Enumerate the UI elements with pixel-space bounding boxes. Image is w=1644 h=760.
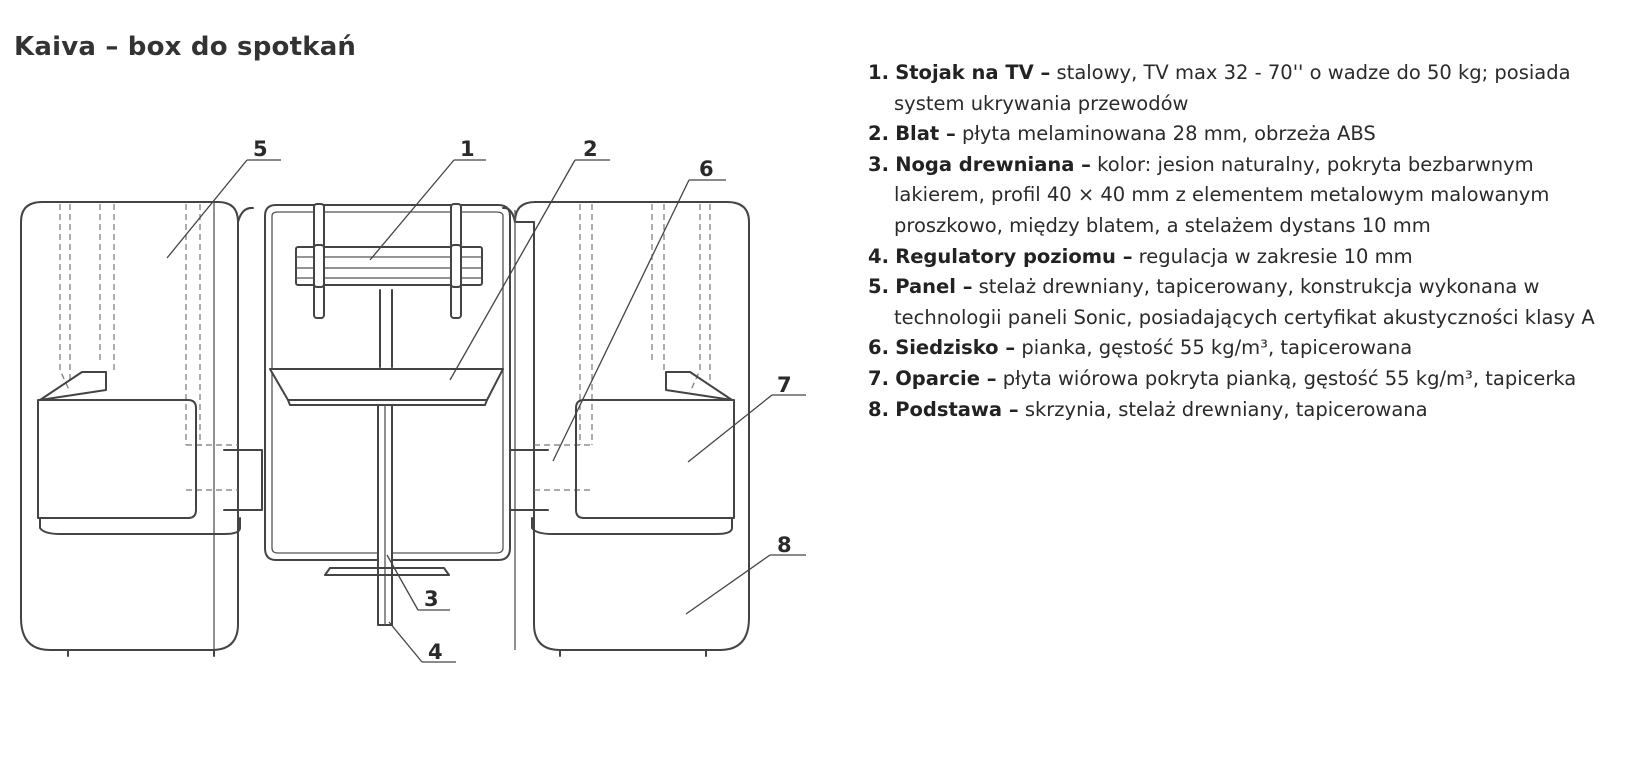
- callout-label-2: 2: [583, 137, 598, 161]
- part-item: 1. Stojak na TV – stalowy, TV max 32 - 7…: [868, 61, 1571, 115]
- callout-label-8: 8: [777, 533, 792, 557]
- callout-label-3: 3: [424, 587, 439, 611]
- part-item: 6. Siedzisko – pianka, gęstość 55 kg/m³,…: [868, 336, 1413, 360]
- callout-1: 1: [369, 137, 486, 261]
- parts-list: 1. Stojak na TV – stalowy, TV max 32 - 7…: [868, 58, 1628, 425]
- callout-2: 2: [449, 137, 610, 381]
- callout-7: 7: [687, 373, 806, 463]
- callout-6: 6: [552, 157, 726, 462]
- tv-stand: [295, 203, 483, 368]
- part-item: 4. Regulatory poziomu – regulacja w zakr…: [868, 244, 1413, 268]
- callout-label-5: 5: [253, 137, 268, 161]
- part-item: 8. Podstawa – skrzynia, stelaż drewniany…: [868, 397, 1428, 421]
- part-item: 7. Oparcie – płyta wiórowa pokryta piank…: [868, 366, 1577, 390]
- part-item: 5. Panel – stelaż drewniany, tapicerowan…: [868, 275, 1595, 329]
- callout-label-6: 6: [699, 157, 714, 181]
- part-item: 2. Blat – płyta melaminowana 28 mm, obrz…: [868, 122, 1376, 146]
- center-panel: [264, 204, 511, 561]
- callout-4: 4: [388, 621, 456, 664]
- page-title: Kaiva – box do spotkań: [14, 32, 357, 62]
- part-item: 3. Noga drewniana – kolor: jesion natura…: [868, 152, 1550, 237]
- right-sofa: [502, 201, 750, 657]
- callout-label-1: 1: [460, 137, 475, 161]
- callout-8: 8: [685, 533, 806, 615]
- callout-label-4: 4: [428, 640, 443, 664]
- callout-3: 3: [386, 554, 450, 611]
- callout-5: 5: [166, 137, 281, 259]
- left-sofa: [20, 201, 263, 657]
- product-diagram: 5 1 2 6 7 8 3 4: [20, 137, 806, 664]
- callout-label-7: 7: [777, 373, 792, 397]
- table: [269, 368, 504, 626]
